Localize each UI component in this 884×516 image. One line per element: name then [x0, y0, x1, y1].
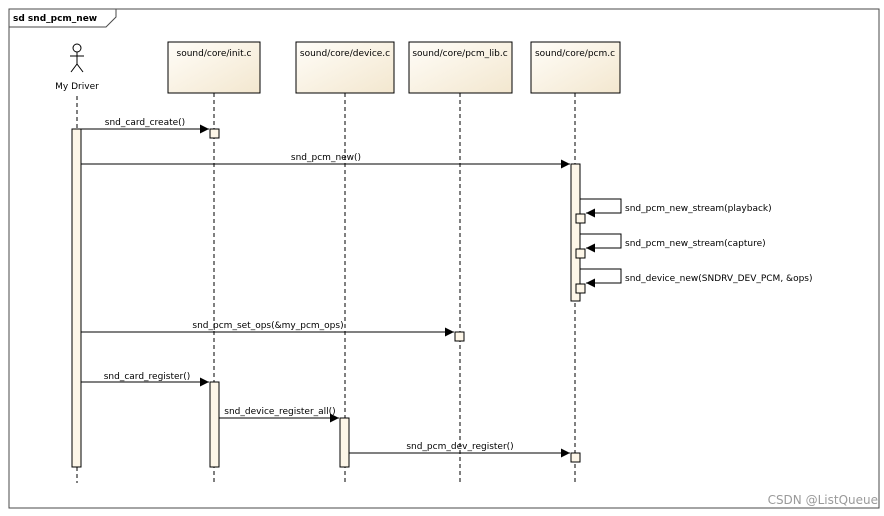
participant-label-init: sound/core/init.c — [177, 49, 252, 59]
stick-figure-icon — [70, 43, 84, 73]
activation-init-create — [209, 128, 220, 139]
actor-label: My Driver — [55, 82, 99, 92]
message-arrow-device-new — [580, 268, 622, 288]
message-label-device-new: snd_device_new(SNDRV_DEV_PCM, &ops) — [625, 274, 812, 284]
message-label-device-register-all: snd_device_register_all() — [224, 407, 335, 417]
activation-driver — [71, 128, 82, 468]
message-label-stream-playback: snd_pcm_new_stream(playback) — [625, 204, 772, 214]
lifelines — [76, 93, 576, 483]
participant-label-device: sound/core/device.c — [300, 49, 390, 59]
frame-title: sd snd_pcm_new — [13, 14, 97, 24]
activation-pcm-stream-playback — [575, 213, 586, 224]
message-label-card-register: snd_card_register() — [104, 372, 191, 382]
participant-init: sound/core/init.c — [167, 41, 261, 94]
message-label-pcm-new: snd_pcm_new() — [291, 153, 361, 163]
participant-label-pcmlib: sound/core/pcm_lib.c — [412, 49, 507, 59]
message-label-stream-capture: snd_pcm_new_stream(capture) — [625, 239, 766, 249]
activations — [71, 128, 586, 468]
activation-pcmlib-set-ops — [454, 331, 465, 342]
diagram-frame: sd snd_pcm_new — [8, 8, 880, 509]
messages — [81, 124, 622, 458]
activation-pcm-dev-register — [570, 452, 581, 463]
message-labels: snd_card_create() snd_pcm_new() snd_pcm_… — [104, 118, 813, 452]
participant-label-pcm: sound/core/pcm.c — [535, 49, 615, 59]
participant-pcmlib: sound/core/pcm_lib.c — [408, 41, 513, 94]
activation-init-register — [209, 381, 220, 468]
activation-pcm-device-new — [575, 283, 586, 294]
watermark: CSDN @ListQueue — [768, 493, 878, 507]
message-label-pcm-dev-register: snd_pcm_dev_register() — [406, 442, 513, 452]
message-label-set-ops: snd_pcm_set_ops(&my_pcm_ops) — [192, 321, 343, 331]
participant-device: sound/core/device.c — [295, 41, 395, 94]
message-arrow-stream-capture — [580, 233, 622, 253]
activation-pcm-new — [570, 163, 581, 302]
message-arrow-stream-playback — [580, 198, 622, 218]
activation-device-register-all — [339, 417, 350, 468]
activation-pcm-stream-capture — [575, 248, 586, 259]
participant-pcm: sound/core/pcm.c — [530, 41, 621, 94]
actor-my-driver: My Driver — [55, 43, 99, 92]
message-label-card-create: snd_card_create() — [105, 118, 185, 128]
